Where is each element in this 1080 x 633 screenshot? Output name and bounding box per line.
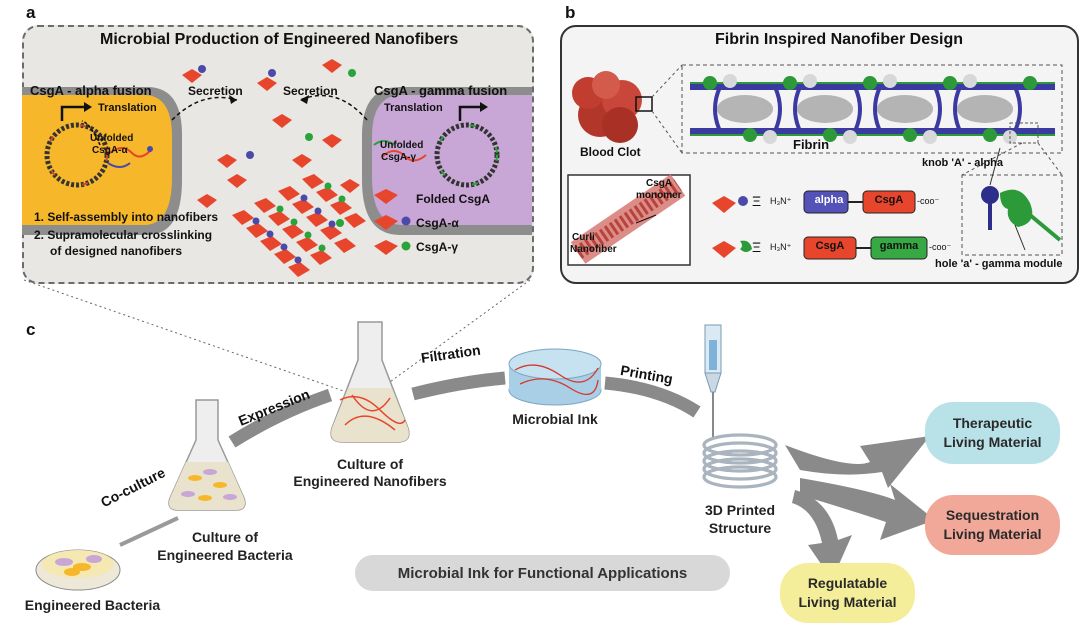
secretion-left-label: Secretion (188, 84, 243, 98)
sequestration-label-2: Living Material (943, 526, 1042, 542)
alpha-domain-box: alpha (814, 194, 844, 206)
culture-bacteria-label-2: Engineered Bacteria (157, 547, 293, 563)
blood-clot-label: Blood Clot (580, 145, 641, 159)
unfolded-alpha-chain (109, 147, 151, 158)
right-plasmid-insert (436, 124, 498, 186)
panel-letter-b: b (565, 3, 576, 22)
c-terminus-gamma: -coo⁻ (929, 242, 952, 252)
secretion-right-label: Secretion (283, 84, 338, 98)
floating-alpha-tags (198, 65, 276, 159)
culture-nanofibers-label-1: Culture of (336, 456, 404, 472)
knob-hole-box (961, 174, 1063, 256)
hole-gamma-label: hole 'a' - gamma module (935, 258, 1063, 270)
panel-b-illustration (567, 64, 1063, 266)
csga-monomer-label-1: CsgA (646, 178, 673, 189)
curli-fiber-graphic (570, 174, 686, 264)
floating-monomers (182, 59, 360, 208)
zoom-lines (23, 279, 531, 396)
therapeutic-label-2: Living Material (943, 434, 1042, 450)
bacteria-flask-graphic (168, 399, 246, 511)
microbial-ink-graphic (508, 348, 602, 406)
nanofiber-flask-graphic (330, 321, 410, 443)
regulatable-label-1: Regulatable (807, 575, 888, 591)
n-terminus-gamma: H₃N⁺ (770, 242, 792, 252)
syringe-graphic (704, 324, 722, 440)
step-2-continued: of designed nanofibers (50, 244, 183, 258)
legend-csga-gamma: CsgA-γ (416, 240, 459, 254)
equiv-sign-gamma: Ξ (752, 239, 762, 255)
therapeutic-label-1: Therapeutic (952, 415, 1033, 431)
unfolded-alpha-label-2: CsgA-α (92, 145, 128, 156)
translation-left-label: Translation (98, 102, 157, 114)
gamma-domain-box: gamma (879, 240, 919, 252)
csga-domain-box-2: CsgA (815, 240, 845, 252)
coculture-arrow (119, 516, 179, 547)
fibrin-label: Fibrin (793, 137, 830, 152)
panel-letter-c: c (26, 320, 36, 339)
knob-alpha-label: knob 'A' - alpha (922, 157, 1004, 169)
printed-structure-label-2: Structure (708, 520, 772, 536)
blood-clot-graphic (572, 71, 653, 143)
gamma-fusion-label: CsgA - gamma fusion (374, 83, 508, 98)
unfolded-alpha-label-1: Unfolded (90, 133, 134, 144)
secretion-arrow-right (299, 94, 368, 121)
printed-structure-label-1: 3D Printed (704, 502, 775, 518)
unfolded-gamma-chain (381, 150, 427, 162)
csga-domain-box-1: CsgA (874, 194, 904, 206)
nanofiber-rows (232, 174, 366, 277)
fibrin-box (681, 64, 1063, 154)
step-1: 1. Self-assembly into nanofibers (34, 210, 219, 224)
equiv-sign-alpha: Ξ (752, 193, 762, 209)
right-cell-cytoplasm (372, 95, 532, 225)
culture-bacteria-label-1: Culture of (191, 529, 259, 545)
culture-nanofibers-label-2: Engineered Nanofibers (293, 473, 447, 489)
panel-a-title: Microbial Production of Engineered Nanof… (100, 31, 459, 48)
legend-shapes (374, 189, 411, 255)
n-terminus-alpha: H₃N⁺ (770, 196, 792, 206)
printing-arrow (604, 376, 701, 418)
fibrin-strand (690, 74, 1055, 144)
translation-right-label: Translation (384, 102, 443, 114)
unfolded-gamma-label-2: CsgA-γ (381, 152, 417, 163)
step-2: 2. Supramolecular crosslinking (34, 228, 213, 242)
panel-letter-a: a (26, 3, 36, 22)
engineered-bacteria-label: Engineered Bacteria (24, 597, 161, 613)
legend-csga-alpha: CsgA-α (416, 216, 459, 230)
microbial-ink-label: Microbial Ink (512, 411, 598, 427)
panel-b-title: Fibrin Inspired Nanofiber Design (715, 31, 964, 48)
left-plasmid-insert (46, 124, 108, 186)
curli-label-2: Nanofiber (570, 244, 617, 255)
floating-gamma-tags (305, 69, 356, 227)
curli-label-1: Curli (572, 232, 595, 243)
expression-arrow (228, 388, 333, 448)
knob-alpha-shape (981, 186, 999, 204)
banner-bg (355, 555, 730, 591)
legend-folded-csga: Folded CsgA (416, 192, 490, 206)
application-arrows (785, 436, 935, 580)
alpha-fusion-label: CsgA - alpha fusion (30, 83, 152, 98)
c-terminus-alpha: -coo⁻ (917, 196, 940, 206)
functional-applications-banner: Microbial Ink for Functional Application… (397, 565, 688, 582)
panel-a-illustration (22, 59, 532, 277)
sequestration-label-1: Sequestration (945, 507, 1040, 523)
printed-coil-graphic (702, 433, 778, 489)
csga-monomer-label-2: monomer (636, 190, 682, 201)
unfolded-gamma-label-1: Unfolded (380, 140, 424, 151)
filtration-arrow (411, 371, 506, 401)
petri-dish-graphic (35, 549, 121, 591)
left-cell-cytoplasm (22, 95, 172, 225)
hole-gamma-shape (1000, 189, 1033, 227)
regulatable-label-2: Living Material (798, 594, 897, 610)
